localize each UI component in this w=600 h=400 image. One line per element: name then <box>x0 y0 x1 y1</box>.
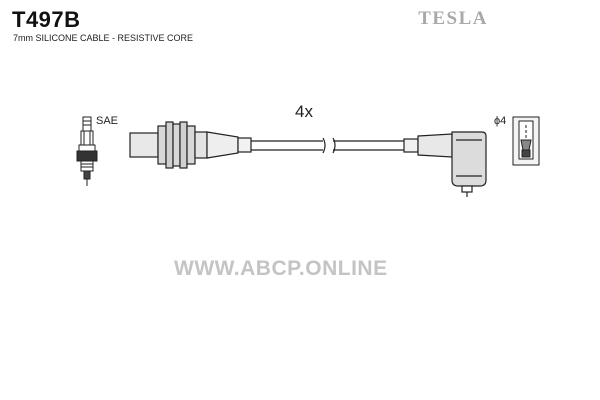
terminal-diameter-label: ϕ4 <box>494 115 507 127</box>
cable <box>251 137 404 154</box>
spark-plug-boot <box>129 121 252 169</box>
part-code: T497B <box>12 7 81 32</box>
watermark: WWW.ABCP.ONLINE <box>174 257 388 280</box>
coil-boot <box>403 131 487 197</box>
brand-logo: TESLA <box>418 8 488 29</box>
cable-description: 7mm SILICONE CABLE - RESISTIVE CORE <box>13 33 194 43</box>
quantity-label: 4x <box>295 102 313 121</box>
spark-plug-icon <box>76 116 98 186</box>
terminal-detail-icon <box>512 116 540 166</box>
spark-plug-label: SAE <box>96 115 119 127</box>
